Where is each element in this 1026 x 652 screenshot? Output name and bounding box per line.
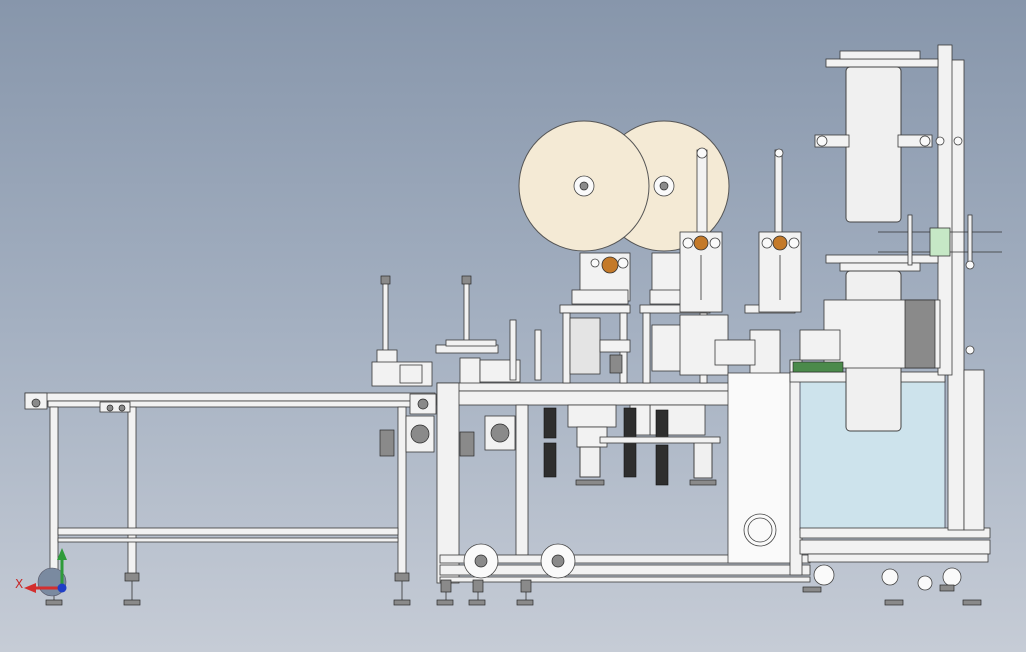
material-reels (518, 120, 730, 252)
coordinate-triad: X (15, 548, 67, 597)
z-axis-dot (57, 583, 67, 593)
pressing-stations (559, 304, 796, 384)
drive-gearboxes (379, 393, 516, 457)
welding-assembly (792, 299, 941, 373)
left-guide-rods (371, 275, 542, 387)
y-axis-arrow (57, 548, 67, 560)
x-axis-arrow (24, 583, 36, 593)
x-axis-label: X (15, 577, 23, 591)
ear-loop-feeder (878, 214, 1002, 355)
electrical-cabinet (727, 359, 803, 576)
ultrasonic-welding-heads (543, 404, 721, 486)
reel-tension-bracket (571, 252, 691, 305)
left-conveyor-frame (24, 392, 436, 606)
tension-arms (679, 147, 802, 313)
